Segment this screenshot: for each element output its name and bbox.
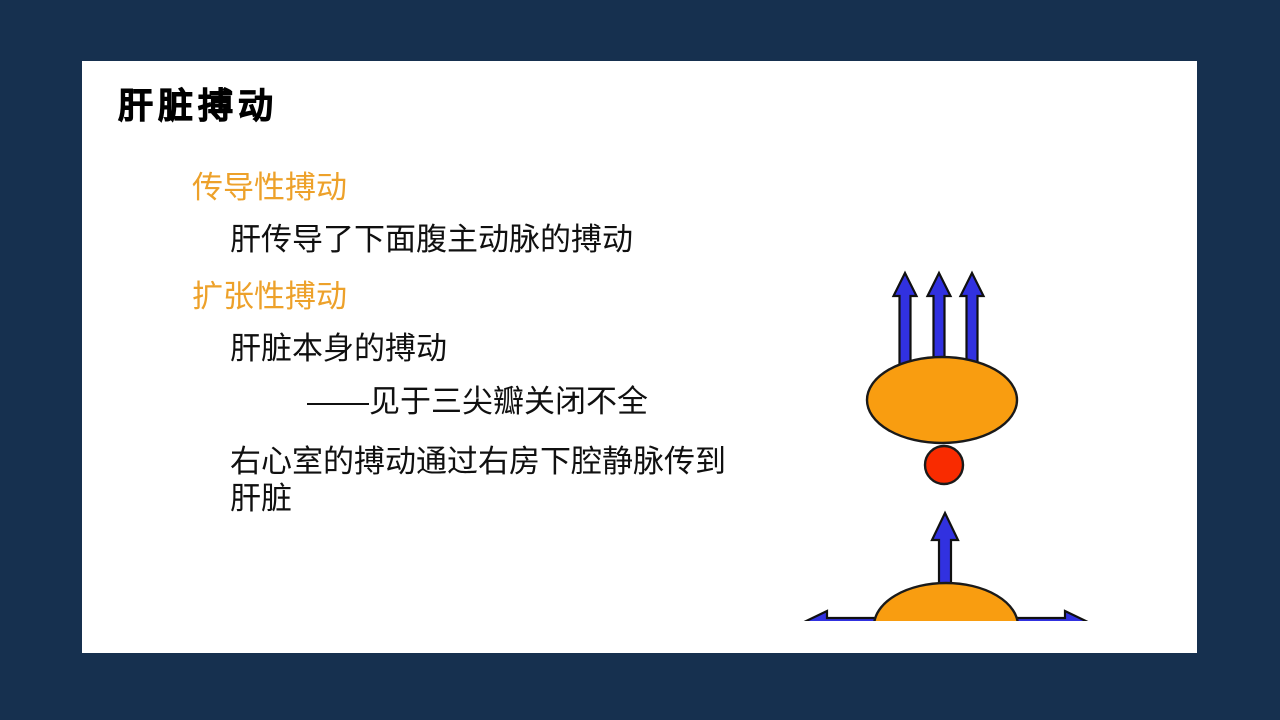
section-heading-expansile: 扩张性搏动: [192, 279, 347, 315]
liver-ellipse: [865, 355, 1019, 445]
up-arrow-icon: [891, 270, 919, 370]
left-arrow-icon: [803, 609, 889, 621]
right-arrow-icon: [1003, 609, 1089, 621]
section-body-conducted-line-1: 肝传导了下面腹主动脉的搏动: [230, 221, 633, 257]
section-heading-conducted: 传导性搏动: [192, 170, 347, 205]
expansile-pulsation-figure: [803, 510, 1089, 621]
up-arrow-icon: [925, 270, 953, 370]
section-body-expansile-line-3: 右心室的搏动通过右房下腔静脉传到肝脏: [230, 444, 726, 516]
pulsation-diagram: [702, 191, 1172, 621]
up-arrow-icon: [958, 270, 986, 370]
up-arrow-icon: [930, 510, 960, 595]
aorta-circle: [923, 444, 965, 486]
slide-body: 传导性搏动 肝传导了下面腹主动脉的搏动 扩张性搏动 肝脏本身的搏动 ——见于三尖…: [192, 170, 752, 517]
pulsation-diagram-svg: [803, 270, 1089, 621]
section-body-expansile-line-2: ——见于三尖瓣关闭不全: [307, 383, 648, 419]
page-title: 肝脏搏动: [118, 87, 279, 127]
conducted-pulsation-figure: [865, 270, 1019, 486]
slide-card: 肝脏搏动 传导性搏动 肝传导了下面腹主动脉的搏动 扩张性搏动 肝脏本身的搏动 —…: [82, 61, 1197, 653]
liver-ellipse: [873, 581, 1019, 621]
section-body-expansile-line-1: 肝脏本身的搏动: [230, 331, 447, 367]
